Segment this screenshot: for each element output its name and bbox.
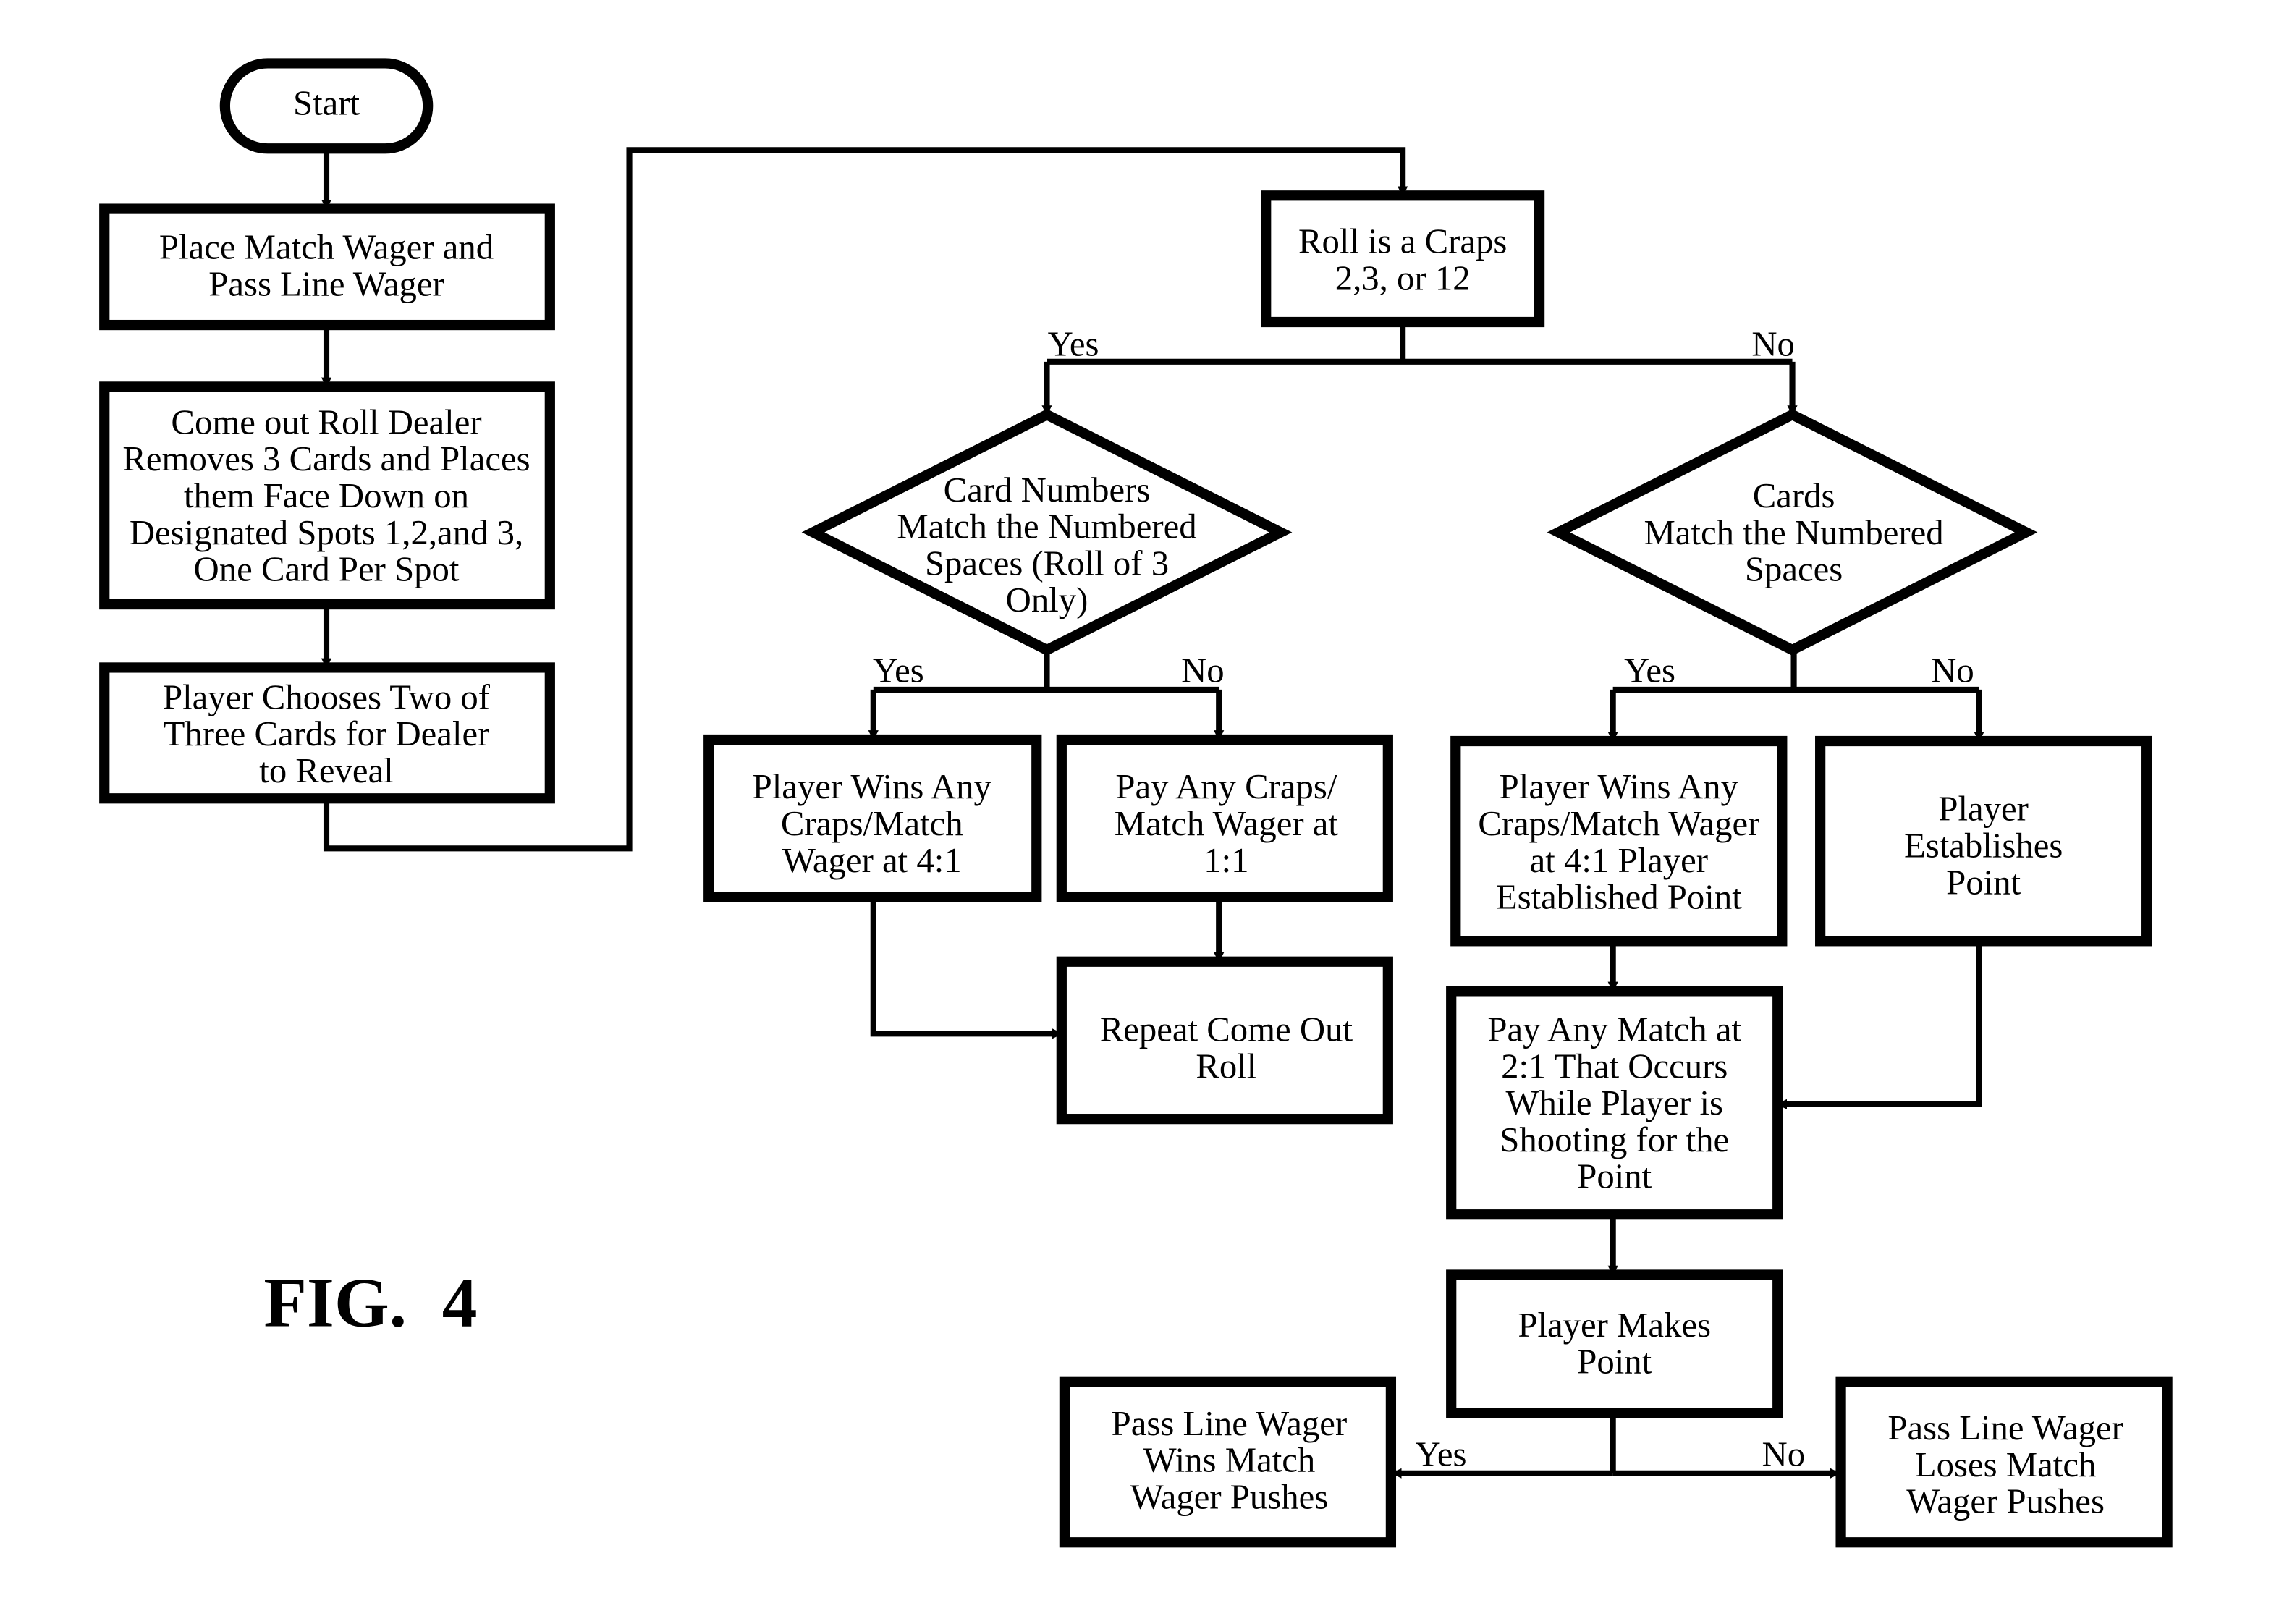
node-label-line: Roll is a Craps (1298, 222, 1507, 261)
node-label-line: to Reveal (259, 751, 393, 790)
node-label-line: Wins Match (1143, 1441, 1316, 1480)
node-label-line: Craps/Match (781, 804, 963, 843)
node-label-line: Wager at 4:1 (782, 841, 962, 880)
roll-craps-yes-label: Yes (1048, 325, 1099, 364)
makes-point-yes-label: Yes (1416, 1435, 1467, 1474)
node-label-line: Pass Line Wager (1112, 1404, 1348, 1443)
node-label-line: Player Chooses Two of (163, 677, 491, 716)
node-label-line: Craps/Match Wager (1478, 804, 1759, 843)
node-label-line: Pay Any Match at (1487, 1010, 1741, 1049)
connector-establishes-point-to-pay-2-1 (1777, 941, 1979, 1104)
connector-wins-4-1-to-repeat-roll (874, 897, 1062, 1033)
node-label-line: them Face Down on (184, 476, 469, 515)
place-wager-label: Place Match Wager andPass Line Wager (159, 228, 494, 304)
node-label-line: Designated Spots 1,2,and 3, (130, 513, 523, 552)
cards-match-no-label: No (1931, 651, 1974, 690)
figure-label: FIG. 4 (263, 1264, 477, 1342)
start-label: Start (293, 84, 360, 123)
node-label-line: at 4:1 Player (1530, 841, 1708, 880)
node-label-line: Roll (1196, 1046, 1256, 1086)
card-numbers-yes-label: Yes (873, 651, 924, 690)
node-label-line: Three Cards for Dealer (164, 714, 490, 753)
node-label-line: Cards (1753, 476, 1835, 515)
node-label-line: Player Wins Any (753, 767, 992, 806)
node-label-line: Match the Numbered (1644, 513, 1943, 552)
connector-roll-craps-split (1047, 322, 1793, 362)
node-label-line: Only) (1006, 580, 1088, 619)
node-label-line: Point (1577, 1157, 1652, 1196)
node-label-line: Come out Roll Dealer (171, 402, 481, 441)
node-label-line: Match the Numbered (897, 507, 1196, 546)
node-label-line: Place Match Wager and (159, 228, 494, 267)
node-label-line: Player (1938, 790, 2029, 829)
node-label-line: Removes 3 Cards and Places (122, 439, 530, 478)
node-label-line: Pass Line Wager (208, 264, 444, 303)
pass-loses-label: Pass Line WagerLoses MatchWager Pushes (1887, 1408, 2123, 1521)
node-label-line: Pass Line Wager (1887, 1408, 2123, 1447)
node-label-line: Established Point (1496, 878, 1742, 917)
card-numbers-no-label: No (1181, 651, 1225, 690)
cards-match-yes-label: Yes (1624, 651, 1675, 690)
node-label-line: Repeat Come Out (1100, 1010, 1353, 1049)
node-label-line: 2:1 That Occurs (1501, 1046, 1728, 1086)
node-label-line: Player Wins Any (1500, 767, 1739, 806)
node-label-line: One Card Per Spot (194, 550, 460, 589)
node-label-line: While Player is (1505, 1083, 1723, 1122)
node-label-line: Match Wager at (1115, 804, 1339, 843)
node-label-line: Card Numbers (944, 470, 1151, 509)
connector-card-numbers-split (874, 650, 1219, 690)
makes-point-no-label: No (1762, 1435, 1806, 1474)
node-label-line: Pay Any Craps/ (1115, 767, 1337, 806)
node-label-line: Loses Match (1915, 1445, 2096, 1484)
node-label-line: Spaces (Roll of 3 (925, 544, 1169, 583)
pass-wins-label: Pass Line WagerWins MatchWager Pushes (1112, 1404, 1348, 1517)
roll-craps-no-label: No (1751, 325, 1795, 364)
node-label-line: Point (1946, 863, 2021, 902)
node-label-line: Wager Pushes (1906, 1482, 2105, 1521)
node-label-line: Wager Pushes (1130, 1478, 1329, 1517)
node-label-line: Point (1577, 1342, 1652, 1382)
node-label-line: Establishes (1904, 826, 2063, 866)
wins-4-1-point-label: Player Wins AnyCraps/Match Wagerat 4:1 P… (1478, 767, 1759, 916)
wins-4-1-label: Player Wins AnyCraps/MatchWager at 4:1 (753, 767, 992, 880)
node-label-line: 1:1 (1204, 841, 1248, 880)
node-label-line: 2,3, or 12 (1335, 258, 1471, 297)
node-label-line: Spaces (1745, 550, 1843, 589)
node-label-line: Player Makes (1518, 1306, 1711, 1345)
node-label-line: Shooting for the (1500, 1120, 1729, 1159)
node-label-line: Start (293, 84, 360, 123)
